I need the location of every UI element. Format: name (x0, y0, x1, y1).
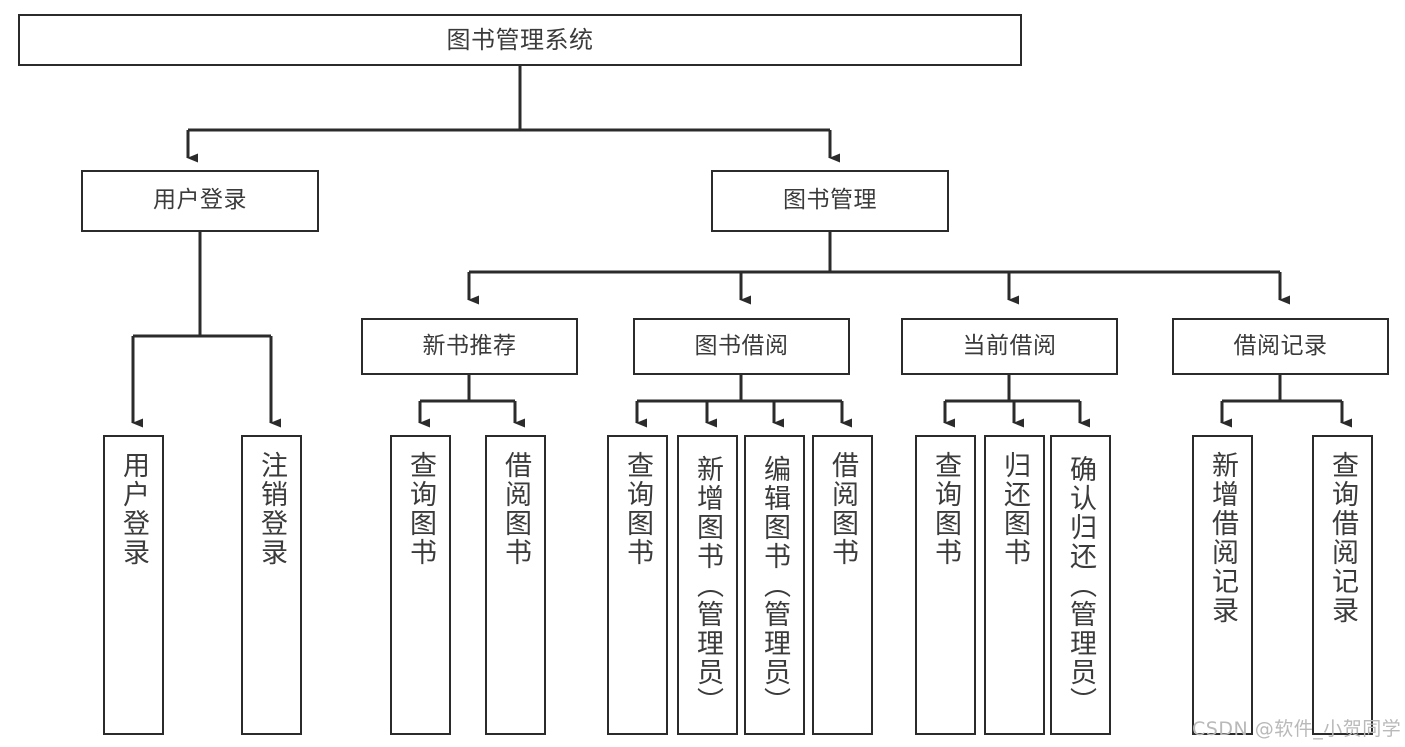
node-label: 编辑图书（管理员） (759, 454, 790, 716)
node-root-book-management-system[interactable]: 图书管理系统 (18, 14, 1022, 66)
leaf-current-borrow-confirm-return-admin[interactable]: 确认归还（管理员） (1050, 435, 1111, 735)
node-label: 借阅图书 (500, 451, 531, 567)
leaf-book-borrow-borrow-book[interactable]: 借阅图书 (812, 435, 873, 735)
edge-group-current-borrow (943, 375, 1090, 428)
csdn-watermark: CSDN @软件_小贺同学 (1192, 714, 1401, 741)
node-label: 确认归还（管理员） (1065, 454, 1096, 716)
node-label: 用户登录 (118, 451, 149, 567)
watermark-text: CSDN @软件_小贺同学 (1192, 718, 1402, 740)
node-label: 新增借阅记录 (1207, 451, 1238, 625)
node-label: 新增图书（管理员） (692, 454, 723, 716)
leaf-book-borrow-add-book-admin[interactable]: 新增图书（管理员） (677, 435, 738, 735)
leaf-new-book-query-book[interactable]: 查询图书 (390, 435, 451, 735)
node-label: 查询图书 (622, 451, 653, 567)
node-label: 借阅记录 (1233, 332, 1328, 359)
node-label: 注销登录 (256, 451, 287, 567)
leaf-book-borrow-edit-book-admin[interactable]: 编辑图书（管理员） (744, 435, 805, 735)
node-label: 用户登录 (153, 187, 247, 214)
node-label: 借阅图书 (827, 451, 858, 567)
edge-group-book-borrow (635, 375, 852, 428)
leaf-book-borrow-query-book[interactable]: 查询图书 (607, 435, 668, 735)
leaf-borrow-records-query-record[interactable]: 查询借阅记录 (1312, 435, 1373, 735)
node-label: 查询图书 (405, 451, 436, 567)
node-label: 图书管理 (783, 187, 877, 214)
node-book-borrow[interactable]: 图书借阅 (633, 318, 850, 375)
node-new-book-recommend[interactable]: 新书推荐 (361, 318, 578, 375)
edge-group-book-mgmt (467, 232, 1290, 305)
node-label: 归还图书 (999, 451, 1030, 567)
leaf-new-book-borrow-book[interactable]: 借阅图书 (485, 435, 546, 735)
edge-group-user-login (131, 232, 281, 428)
node-label: 图书管理系统 (446, 25, 594, 54)
leaf-current-borrow-query-book[interactable]: 查询图书 (915, 435, 976, 735)
edge-group-borrow-records (1220, 375, 1352, 428)
node-label: 新书推荐 (422, 332, 517, 359)
node-book-management[interactable]: 图书管理 (711, 170, 949, 232)
node-label: 图书借阅 (694, 332, 789, 359)
node-label: 当前借阅 (962, 332, 1057, 359)
leaf-current-borrow-return-book[interactable]: 归还图书 (984, 435, 1045, 735)
leaf-user-login-logout[interactable]: 注销登录 (241, 435, 302, 735)
node-label: 查询图书 (930, 451, 961, 567)
node-borrow-records[interactable]: 借阅记录 (1172, 318, 1389, 375)
leaf-borrow-records-add-record[interactable]: 新增借阅记录 (1192, 435, 1253, 735)
node-current-borrow[interactable]: 当前借阅 (901, 318, 1118, 375)
edge-group-new-book (418, 375, 525, 428)
node-label: 查询借阅记录 (1327, 451, 1358, 625)
leaf-user-login-login[interactable]: 用户登录 (103, 435, 164, 735)
node-user-login[interactable]: 用户登录 (81, 170, 319, 232)
edge-group-root (186, 66, 840, 163)
